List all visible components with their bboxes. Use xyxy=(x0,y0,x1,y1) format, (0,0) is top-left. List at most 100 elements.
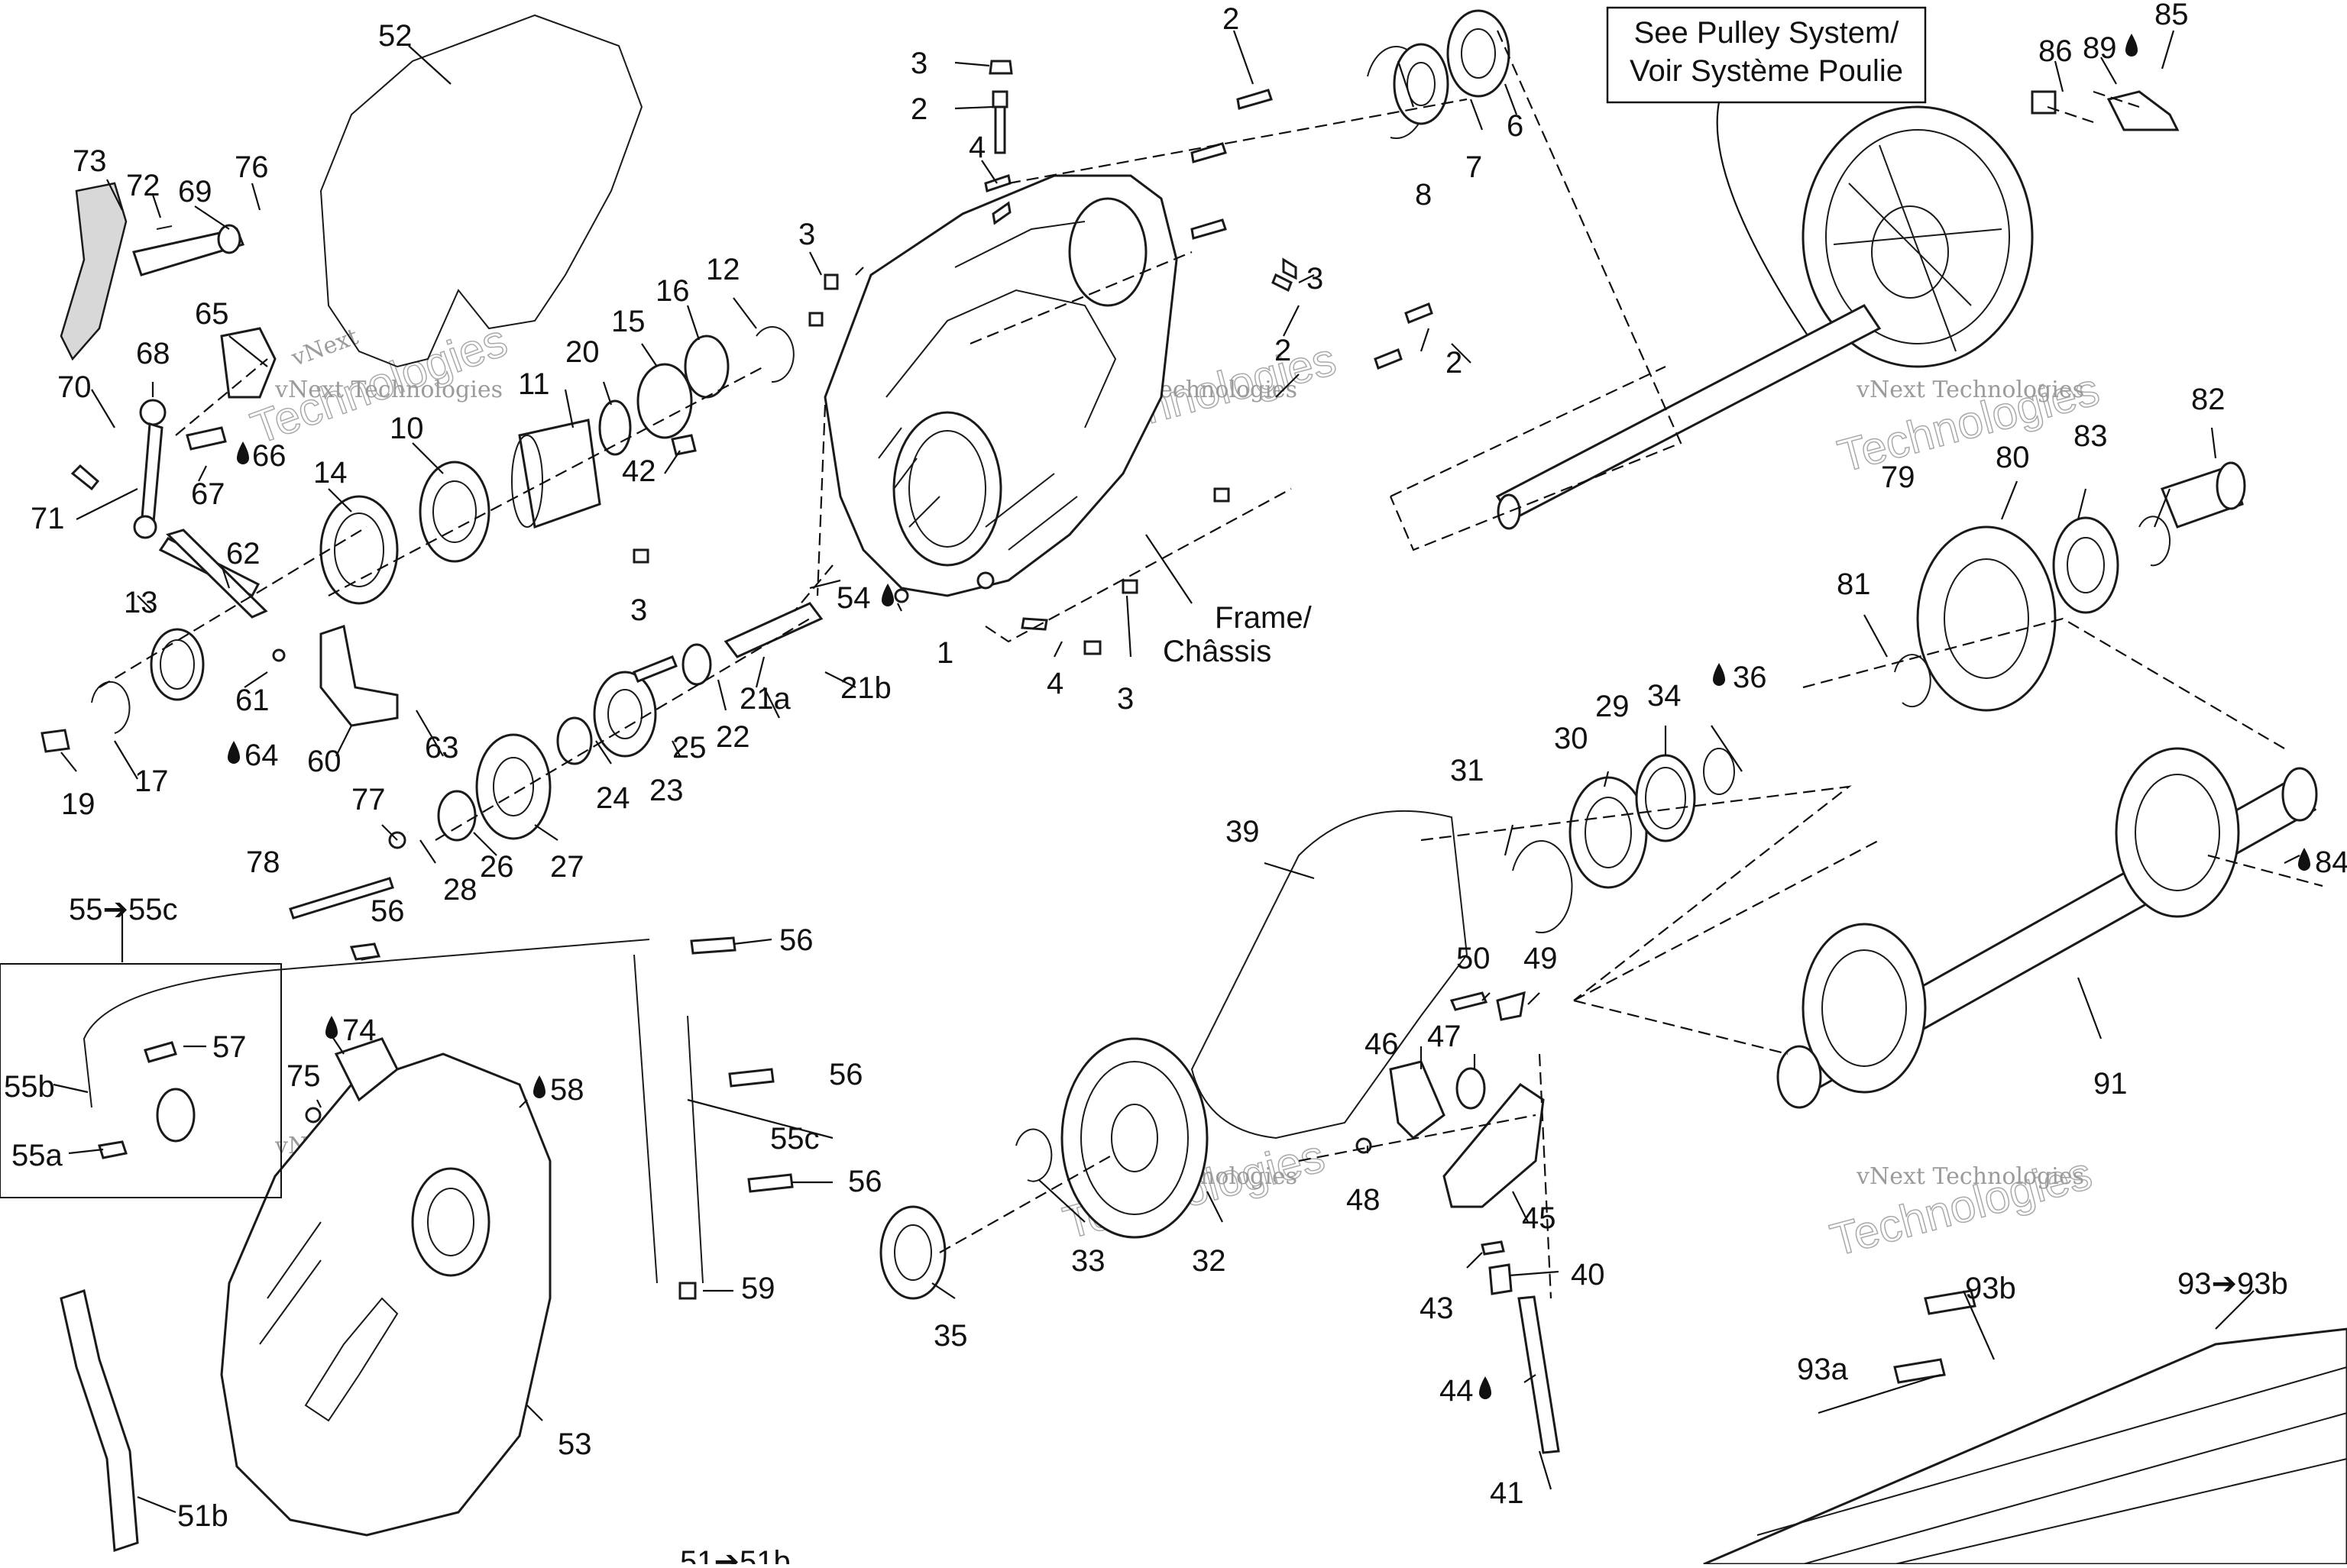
watermark-brand-full: vNext Technologies xyxy=(1856,377,2084,403)
part-label-49: 49 xyxy=(1523,942,1558,975)
part-label-86: 86 xyxy=(2038,34,2073,68)
part-label-78: 78 xyxy=(246,845,280,879)
oil-drop-icon xyxy=(2125,34,2138,57)
part-label-27: 27 xyxy=(550,850,584,884)
part-label-33: 33 xyxy=(1071,1244,1106,1278)
part-label-32: 32 xyxy=(1192,1244,1226,1278)
pulley-system-callout: See Pulley System/ Voir Système Poulie xyxy=(1606,6,1927,352)
part-label-6: 6 xyxy=(1507,109,1523,143)
gasket-52 xyxy=(319,14,643,368)
part-label-56-c: 56 xyxy=(829,1058,863,1091)
part-label-56-d: 56 xyxy=(848,1165,882,1198)
chain-tensioner xyxy=(1355,991,1560,1454)
part-label-26: 26 xyxy=(480,850,514,884)
part-label-93a: 93a xyxy=(1797,1353,1848,1386)
part-label-20: 20 xyxy=(565,335,600,369)
part-label-3-bottom: 3 xyxy=(1117,682,1134,716)
part-label-56-b: 56 xyxy=(779,923,814,957)
part-label-58: 58 xyxy=(550,1073,584,1107)
part-label-66: 66 xyxy=(252,439,286,473)
part-label-83: 83 xyxy=(2073,419,2108,453)
part-label-91: 91 xyxy=(2093,1067,2128,1101)
group-label-93: 93➔93b xyxy=(2177,1267,2288,1301)
part-label-62: 62 xyxy=(226,537,261,571)
part-label-44: 44 xyxy=(1439,1374,1474,1408)
chaincase-housing xyxy=(824,174,1178,603)
part-label-81: 81 xyxy=(1837,567,1871,601)
part-label-93b: 93b xyxy=(1965,1272,2016,1305)
watermark-brand-full: vNext Technologies xyxy=(274,377,503,403)
part-label-24: 24 xyxy=(596,781,630,815)
oil-drop-icon xyxy=(228,741,240,764)
oil-drop-icon xyxy=(1479,1376,1491,1399)
chaincase-cover xyxy=(220,1037,552,1537)
part-label-54: 54 xyxy=(837,581,871,615)
part-label-71: 71 xyxy=(31,502,65,535)
part-label-23: 23 xyxy=(649,774,684,807)
part-label-75: 75 xyxy=(286,1059,321,1093)
drive-axle xyxy=(1776,747,2318,1109)
part-label-59: 59 xyxy=(741,1272,775,1305)
part-label-76: 76 xyxy=(235,150,269,184)
frame-label-line-1: Frame/ xyxy=(1215,601,1313,635)
part-label-29: 29 xyxy=(1595,690,1630,723)
part-label-69: 69 xyxy=(178,175,212,209)
part-label-2-mid: 2 xyxy=(1274,334,1291,367)
fasteners-top-right xyxy=(2031,90,2180,131)
hose-clamps xyxy=(349,936,794,1300)
part-label-61: 61 xyxy=(235,684,270,717)
hose-assembly xyxy=(0,939,704,1284)
callout-line-2: Voir Système Poulie xyxy=(1630,54,1903,88)
part-label-42: 42 xyxy=(622,454,656,488)
callout-line-1: See Pulley System/ xyxy=(1634,16,1900,50)
part-label-70: 70 xyxy=(57,370,92,404)
lower-sprocket xyxy=(879,1037,1209,1300)
part-label-80: 80 xyxy=(1996,441,2030,474)
part-label-64: 64 xyxy=(244,739,279,772)
part-label-17: 17 xyxy=(134,765,169,798)
part-label-85: 85 xyxy=(2154,0,2189,31)
part-label-3-right: 3 xyxy=(1306,262,1323,296)
part-label-67: 67 xyxy=(191,477,225,511)
part-label-65: 65 xyxy=(195,297,229,331)
bearings-top xyxy=(1367,9,1510,140)
part-label-55c: 55c xyxy=(770,1122,820,1156)
part-label-73: 73 xyxy=(73,144,107,178)
part-label-21a: 21a xyxy=(740,682,791,716)
frame-label-line-2: Châssis xyxy=(1163,635,1271,668)
part-label-68: 68 xyxy=(136,337,170,370)
part-label-55b: 55b xyxy=(4,1070,55,1104)
bearings-mid xyxy=(1512,748,1735,934)
part-label-2-far: 2 xyxy=(1445,346,1462,380)
part-label-1: 1 xyxy=(937,636,953,670)
driven-pulley-shaft xyxy=(1495,105,2034,530)
part-label-41: 41 xyxy=(1490,1476,1524,1510)
part-label-72: 72 xyxy=(126,169,160,202)
guide-lines xyxy=(99,30,2323,1299)
part-label-8: 8 xyxy=(1415,178,1432,212)
part-label-14: 14 xyxy=(313,456,348,490)
part-label-34: 34 xyxy=(1647,679,1682,713)
part-label-40: 40 xyxy=(1571,1258,1605,1292)
part-label-7: 7 xyxy=(1465,150,1482,184)
part-label-84: 84 xyxy=(2315,845,2347,879)
part-label-35: 35 xyxy=(934,1319,968,1353)
part-label-3-top: 3 xyxy=(911,47,927,80)
frame-label: Frame/ Châssis xyxy=(1163,601,1313,668)
oil-drop-icon xyxy=(533,1075,545,1098)
shift-fork xyxy=(40,529,399,753)
part-label-82: 82 xyxy=(2191,383,2226,416)
part-label-56-a: 56 xyxy=(371,894,405,928)
part-label-39: 39 xyxy=(1225,815,1260,849)
part-label-46: 46 xyxy=(1364,1027,1399,1061)
part-label-19: 19 xyxy=(61,787,95,821)
part-label-31: 31 xyxy=(1450,754,1484,787)
part-label-28: 28 xyxy=(443,873,477,907)
part-label-63: 63 xyxy=(425,731,459,765)
drive-chain-39 xyxy=(1190,810,1468,1140)
group-label-55: 55➔55c xyxy=(69,893,178,926)
part-label-22: 22 xyxy=(716,720,750,754)
part-label-47: 47 xyxy=(1427,1020,1462,1053)
